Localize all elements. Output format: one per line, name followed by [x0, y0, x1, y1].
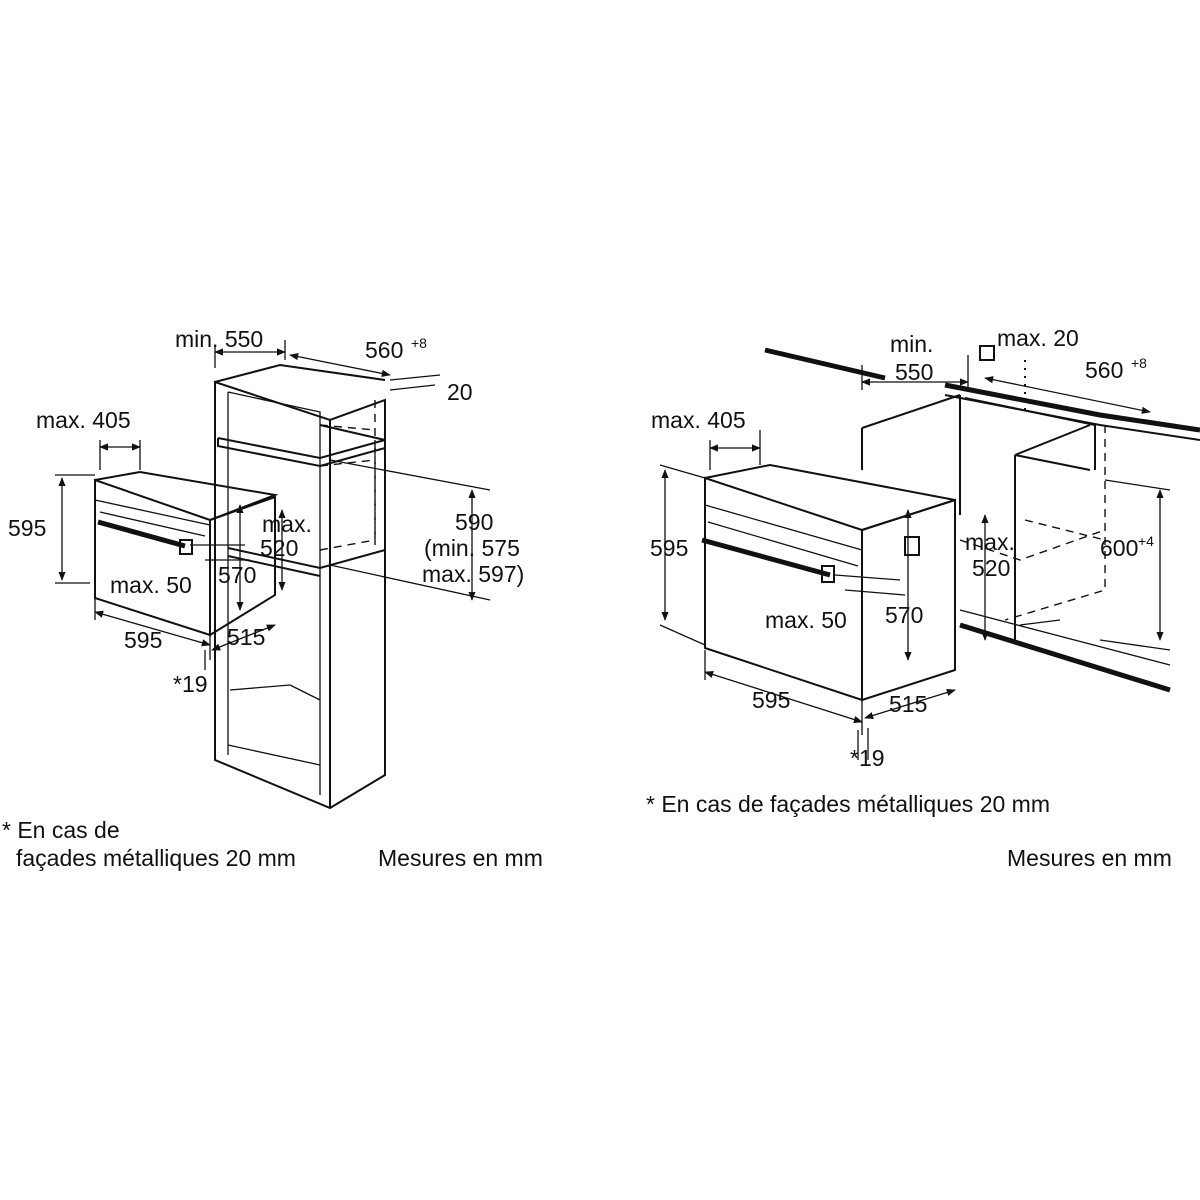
right-max-50-label: max. 50: [765, 607, 847, 633]
right-595-height-label: 595: [650, 535, 688, 561]
right-570-label: 570: [885, 602, 923, 628]
left-max-405-label: max. 405: [36, 407, 131, 433]
left-560-label: 560: [365, 337, 403, 363]
left-note-line2: façades métalliques 20 mm: [16, 845, 296, 871]
left-note-line1: * En cas de: [2, 817, 120, 843]
counter-cabinet-drawing: [764, 345, 1200, 693]
left-595-width-label: 595: [124, 627, 162, 653]
right-595-width-label: 595: [752, 687, 790, 713]
right-max-label: max.: [965, 529, 1015, 555]
right-560-tolerance: +8: [1131, 355, 1147, 371]
left-star-19-label: *19: [173, 671, 208, 697]
left-max-label: max.: [262, 511, 312, 537]
tall-cabinet-drawing: [214, 363, 386, 810]
right-550-label: 550: [895, 359, 933, 385]
right-520-label: 520: [972, 555, 1010, 581]
oven-left-drawing: [94, 470, 279, 637]
left-560-tolerance: +8: [411, 335, 427, 351]
left-20-label: 20: [447, 379, 473, 405]
right-dimensions: [659, 355, 1171, 760]
right-560-label: 560: [1085, 357, 1123, 383]
right-max-20-label: max. 20: [997, 325, 1079, 351]
oven-right-drawing: [701, 463, 956, 702]
left-max-50-label: max. 50: [110, 572, 192, 598]
left-595-height-label: 595: [8, 515, 46, 541]
right-600-label: 600: [1100, 535, 1138, 561]
left-570-label: 570: [218, 562, 256, 588]
left-max-597-label: max. 597): [422, 561, 524, 587]
left-min-575-label: (min. 575: [424, 535, 520, 561]
left-520-label: 520: [260, 535, 298, 561]
left-units-label: Mesures en mm: [378, 845, 543, 871]
left-590-label: 590: [455, 509, 493, 535]
right-600-tolerance: +4: [1138, 533, 1154, 549]
left-min-550-label: min. 550: [175, 326, 263, 352]
right-note: * En cas de façades métalliques 20 mm: [646, 791, 1050, 817]
right-515-label: 515: [889, 691, 927, 717]
left-dimensions: [55, 340, 491, 670]
left-515-label: 515: [227, 624, 265, 650]
right-max-405-label: max. 405: [651, 407, 746, 433]
right-units-label: Mesures en mm: [1007, 845, 1172, 871]
right-min-label: min.: [890, 331, 933, 357]
right-star-19-label: *19: [850, 745, 885, 771]
